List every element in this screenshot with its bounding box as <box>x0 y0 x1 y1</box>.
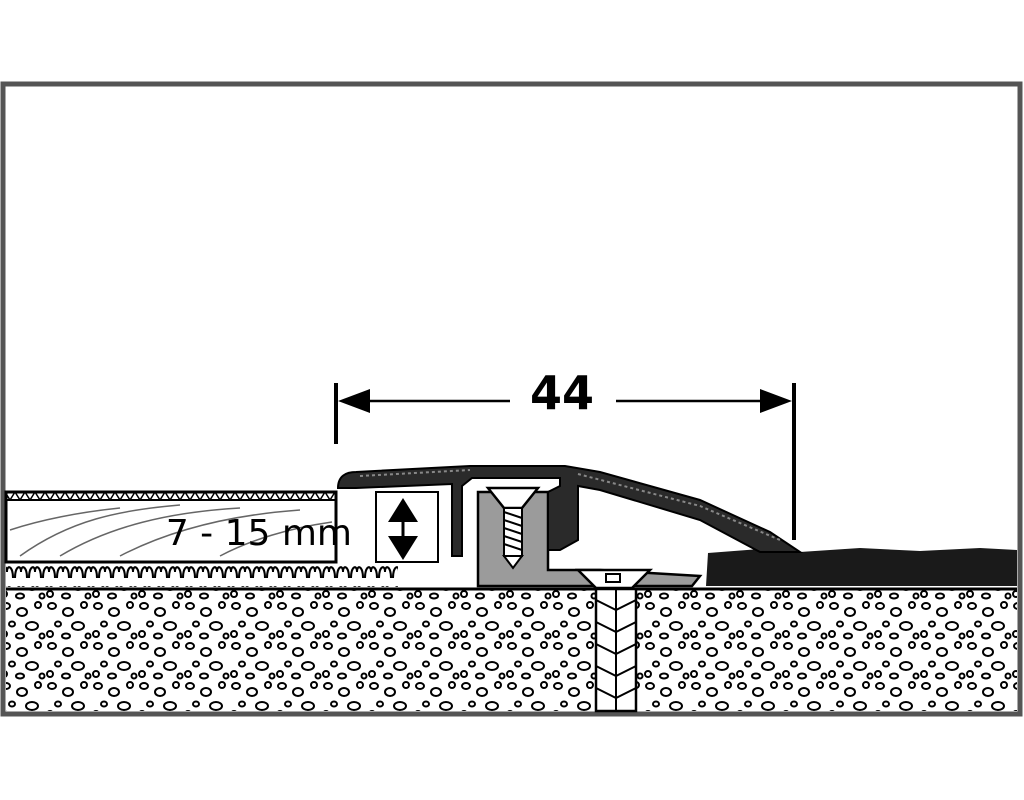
ramp-profile <box>336 465 804 557</box>
height-dimension-label: 7 - 15 mm <box>166 513 352 554</box>
ramp-surface-texture <box>359 469 781 541</box>
width-dimension <box>334 383 796 540</box>
laminate-board <box>4 490 338 564</box>
concrete-subfloor <box>6 589 1017 711</box>
anchor-plug <box>574 568 654 713</box>
carpet-underlay <box>6 565 398 587</box>
screw <box>485 486 541 570</box>
width-dimension-label: 44 <box>530 366 594 420</box>
right-floor-covering <box>706 548 1017 586</box>
height-dimension <box>375 491 439 563</box>
